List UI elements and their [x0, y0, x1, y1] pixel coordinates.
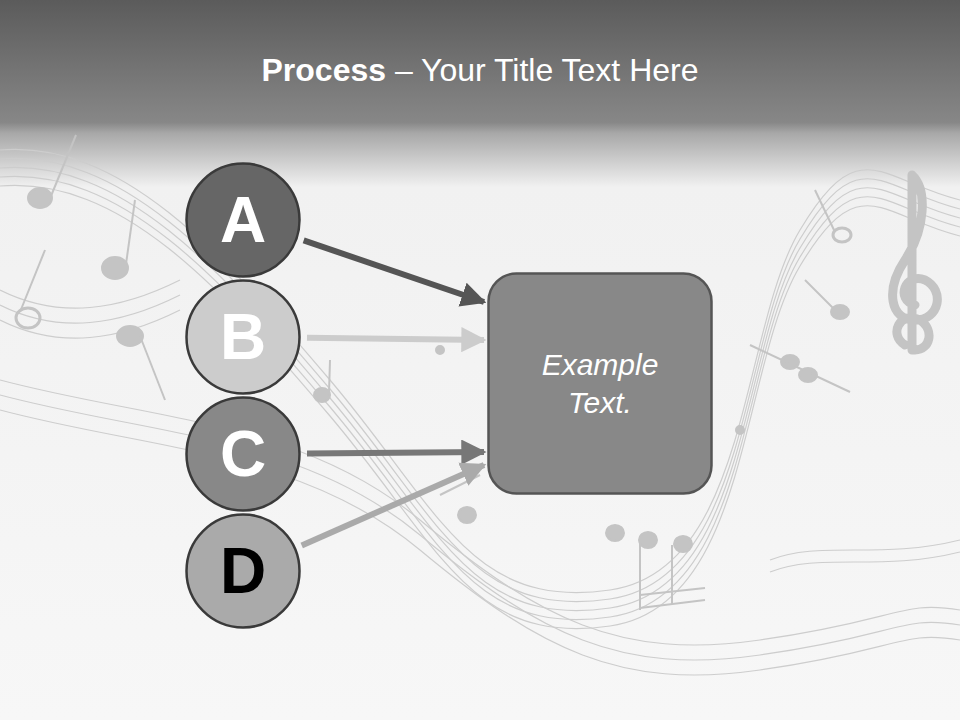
letter-circle: A	[185, 162, 301, 278]
box-shape	[487, 272, 713, 495]
treble-clef	[893, 175, 938, 350]
step-letter: D	[220, 531, 266, 611]
staff-lines	[0, 149, 960, 675]
arrow-connector	[307, 338, 484, 340]
letter-circle: B	[185, 279, 301, 395]
letter-circle: D	[185, 513, 301, 629]
circle-outline	[187, 281, 300, 394]
content-box: Example Text.	[487, 272, 713, 495]
title-rest: – Your Title Text Here	[386, 52, 698, 88]
box-text: Example Text.	[520, 346, 680, 421]
box-outline	[489, 274, 712, 494]
arrow-connector	[307, 452, 484, 453]
letter-circle: C	[185, 396, 301, 512]
step-letter: C	[220, 414, 266, 494]
circle-outline	[187, 515, 300, 628]
title-strong: Process	[261, 52, 386, 88]
circle-outline	[187, 164, 300, 277]
music-notes	[16, 135, 851, 610]
step-letter: A	[220, 180, 266, 260]
arrow-connector	[302, 465, 484, 545]
arrow-connector	[304, 240, 484, 302]
slide-title: Process – Your Title Text Here	[0, 52, 960, 89]
step-letter: B	[220, 297, 266, 377]
circle-outline	[187, 398, 300, 511]
